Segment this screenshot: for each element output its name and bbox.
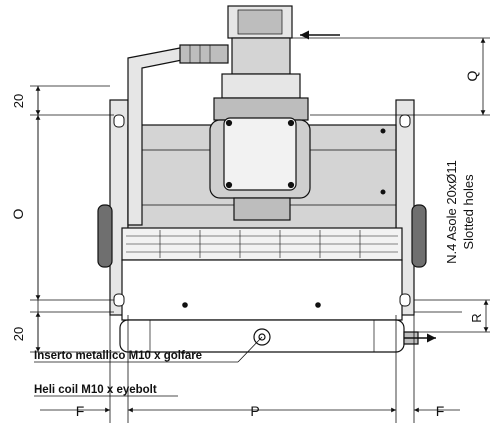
left-handle [97, 204, 113, 268]
insert-note-en: Heli coil M10 x eyebolt [34, 384, 157, 396]
terminal-box [223, 117, 297, 191]
dim-label-f-left: F [76, 403, 85, 419]
dim-label-overall-height: O [10, 208, 26, 219]
right-handle [411, 204, 427, 268]
motor-flange [221, 73, 301, 99]
cable-gland [179, 44, 229, 64]
motor-assembly [209, 5, 311, 221]
dim-label-bottom-20: 20 [11, 327, 26, 341]
lower-body [121, 259, 403, 321]
insert-note-it: Inserto metallico M10 x golfare [34, 350, 202, 362]
motor-neck [231, 37, 291, 75]
dim-label-r: R [469, 313, 484, 322]
slots-note-it: N.4 Asole 20xØ11 [444, 160, 459, 264]
cable-conduit [127, 44, 229, 226]
gearbox-base [233, 197, 291, 221]
airflow-arrows [300, 30, 436, 343]
dim-label-q: Q [464, 70, 480, 81]
slotted-holes [113, 114, 411, 307]
dim-label-top-20: 20 [11, 94, 26, 108]
dimension-lines [30, 37, 490, 423]
dim-label-f-right: F [436, 403, 445, 419]
grill-fins [126, 230, 398, 258]
unit-body [97, 99, 427, 353]
motor-collar [213, 97, 309, 121]
slots-note-en: Slotted holes [461, 174, 476, 250]
dim-label-p: P [250, 403, 259, 419]
